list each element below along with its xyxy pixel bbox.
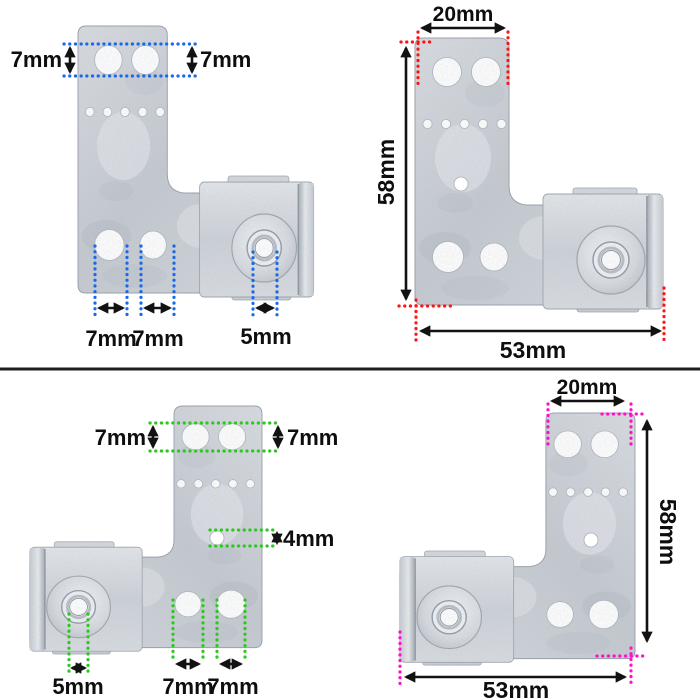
dim-label-top-width: 20mm xyxy=(557,376,618,399)
dim-label-height: 58mm xyxy=(655,499,681,565)
bracket-photo-bottom-right xyxy=(400,413,635,665)
dim-dotted-lines-green xyxy=(67,421,282,676)
bracket-photo-top-right xyxy=(415,38,663,312)
dim-label-top-right-hole: 7mm xyxy=(287,425,338,450)
dim-label-top-left-hole: 7mm xyxy=(95,425,146,450)
bracket-photo-top-left xyxy=(78,26,314,300)
dims-top-right: 20mm 58mm 53mm xyxy=(373,3,666,363)
middle-hole-bottom-left xyxy=(209,530,225,546)
dim-arrows xyxy=(400,22,663,337)
dim-label-top-left-hole: 7mm xyxy=(11,47,62,72)
dim-label-lower-hole-1: 7mm xyxy=(162,674,213,699)
dim-label-length: 53mm xyxy=(483,677,549,700)
dims-top-left: 7mm 7mm 7mm 7mm 5mm xyxy=(11,42,292,351)
dims-bottom-right: 20mm 58mm 53mm xyxy=(398,376,681,700)
dim-label-lower-hole-2: 7mm xyxy=(207,674,258,699)
dim-label-length: 53mm xyxy=(500,337,566,363)
dim-label-lower-hole-1: 7mm xyxy=(85,326,136,351)
dim-label-bushing-hole: 5mm xyxy=(240,324,291,349)
dim-dotted-lines-blue xyxy=(62,42,279,318)
dim-arrows xyxy=(69,424,284,674)
dim-label-bushing-hole: 5mm xyxy=(52,674,103,699)
middle-hole-bottom-right xyxy=(583,532,599,548)
dim-label-middle-hole: 4mm xyxy=(283,526,334,551)
dim-arrows xyxy=(403,395,653,683)
dim-label-lower-hole-2: 7mm xyxy=(132,326,183,351)
dim-label-top-width: 20mm xyxy=(433,3,494,26)
dims-bottom-left: 7mm 7mm 4mm 5mm 7mm 7mm xyxy=(52,421,338,699)
dim-dotted-lines-magenta xyxy=(398,402,650,686)
dim-dotted-lines-red xyxy=(397,30,666,342)
dim-arrows xyxy=(64,45,276,314)
middle-hole-top-right xyxy=(453,176,469,192)
dim-label-top-right-hole: 7mm xyxy=(200,47,251,72)
dim-label-height: 58mm xyxy=(373,139,399,205)
